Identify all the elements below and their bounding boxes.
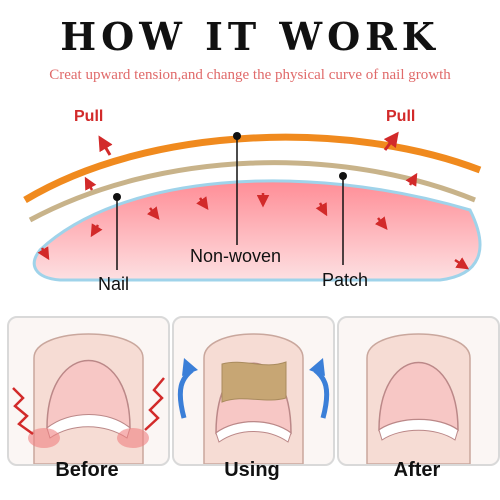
label-pointers bbox=[116, 136, 344, 270]
nail-shape bbox=[32, 179, 482, 282]
after-toe-illustration bbox=[366, 333, 471, 464]
pull-arrows bbox=[98, 131, 399, 156]
nail-dot bbox=[113, 193, 121, 201]
page-title: HOW IT WORK bbox=[60, 14, 440, 59]
after-caption: After bbox=[393, 459, 441, 481]
nonwoven-band bbox=[23, 133, 482, 204]
using-toe-illustration bbox=[177, 333, 330, 464]
tension-arrows bbox=[37, 172, 470, 270]
nail-cross-section-diagram bbox=[23, 131, 482, 282]
patch-band bbox=[28, 160, 476, 223]
nonwoven-label: Non-woven bbox=[190, 246, 282, 266]
page-subtitle: Creat upward tension,and change the phys… bbox=[49, 67, 451, 83]
patch-sticker bbox=[221, 361, 287, 403]
before-caption: Before bbox=[55, 459, 119, 481]
pull-label-left: Pull bbox=[74, 108, 104, 125]
using-panel bbox=[172, 316, 335, 466]
after-panel bbox=[337, 316, 500, 466]
nonwoven-dot bbox=[233, 132, 241, 140]
using-caption: Using bbox=[224, 459, 280, 481]
before-toe-illustration bbox=[12, 333, 165, 464]
patch-dot bbox=[339, 172, 347, 180]
before-panel bbox=[7, 316, 170, 466]
patch-label: Patch bbox=[322, 270, 369, 290]
pull-label-right: Pull bbox=[386, 108, 416, 125]
nail-label: Nail bbox=[98, 274, 130, 294]
